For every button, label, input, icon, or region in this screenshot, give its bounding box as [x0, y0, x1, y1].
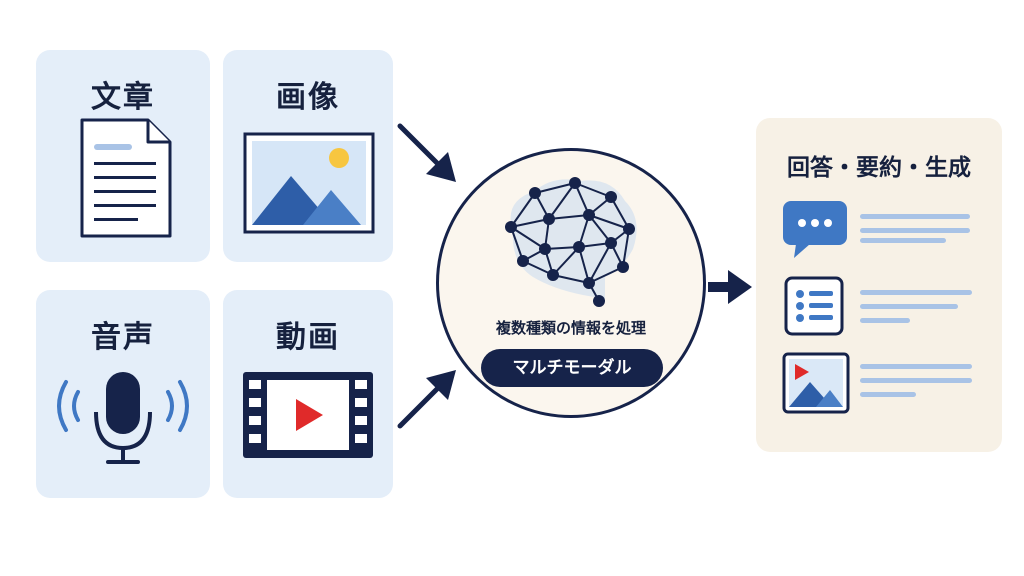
- input-card-audio: 音声: [36, 290, 210, 498]
- arrow-top-to-hub: [397, 123, 456, 182]
- input-card-image: 画像: [223, 50, 393, 262]
- multimodal-hub: 複数種類の情報を処理 マルチモーダル: [436, 148, 706, 418]
- output-panel: 回答・要約・生成: [756, 118, 1002, 452]
- input-label-video: 動画: [276, 320, 340, 355]
- input-label-audio: 音声: [91, 320, 155, 355]
- microphone-icon: [57, 372, 189, 464]
- landscape-image-icon: [243, 132, 375, 234]
- multimodal-badge: マルチモーダル: [481, 349, 663, 387]
- film-strip-play-icon: [243, 372, 373, 458]
- media-image-icon: [782, 352, 850, 414]
- hub-caption: 複数種類の情報を処理: [495, 319, 646, 337]
- neural-network-brain-icon: [505, 177, 637, 307]
- input-label-image: 画像: [276, 80, 340, 115]
- summary-lines-3: [860, 364, 972, 397]
- summary-lines-2: [860, 290, 972, 323]
- arrow-bottom-to-hub: [397, 370, 456, 429]
- input-card-text: 文章: [36, 50, 210, 262]
- bullet-list-icon: [784, 276, 844, 336]
- input-card-video: 動画: [223, 290, 393, 498]
- output-title: 回答・要約・生成: [787, 155, 971, 181]
- document-icon: [80, 118, 172, 238]
- arrow-hub-to-output: [708, 270, 752, 304]
- input-label-text: 文章: [91, 80, 155, 115]
- summary-lines-1: [860, 214, 970, 243]
- chat-bubble-icon: [783, 201, 847, 258]
